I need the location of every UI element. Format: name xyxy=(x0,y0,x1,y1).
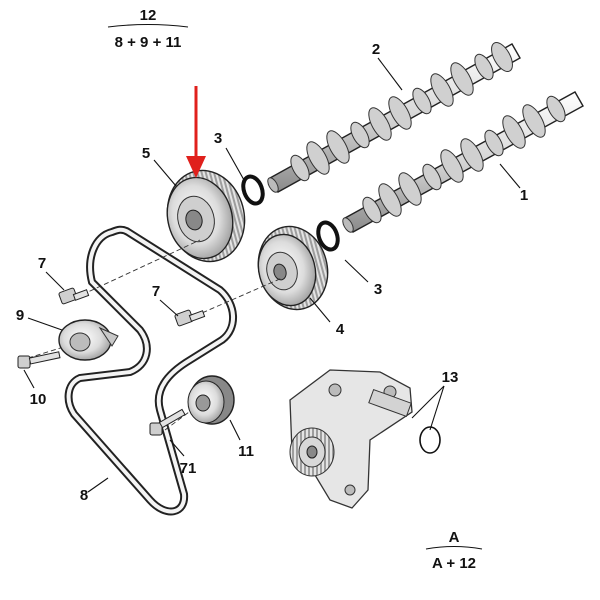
timing-belt xyxy=(64,225,238,516)
assembly-line-bolt-upper xyxy=(74,239,201,299)
callout-9: 9 xyxy=(16,307,24,324)
callout-11: 11 xyxy=(238,443,254,460)
legend-bottom: A A + 12 xyxy=(425,529,483,572)
callout-7-lower: 7 xyxy=(152,283,160,300)
callout-1: 1 xyxy=(520,187,528,204)
legend-top-denominator: 8 + 9 + 11 xyxy=(115,34,182,51)
water-pump-o-ring xyxy=(419,426,441,454)
camshaft-upper xyxy=(267,41,521,193)
highlight-arrow xyxy=(186,86,206,178)
callout-3-lower: 3 xyxy=(374,281,382,298)
callout-7-upper: 7 xyxy=(38,255,46,272)
idler-bolt xyxy=(149,408,186,436)
idler-pulley xyxy=(187,375,235,425)
oil-seal-lower xyxy=(316,220,340,252)
legend-bottom-denominator: A + 12 xyxy=(432,555,476,572)
camshaft-pulley-lower xyxy=(257,225,329,311)
leader-lines xyxy=(23,57,521,493)
callout-10: 10 xyxy=(30,391,47,408)
legend-top: 12 8 + 9 + 11 xyxy=(107,7,189,51)
callout-4: 4 xyxy=(336,321,345,338)
belt-tensioner xyxy=(58,319,119,361)
legend-top-numerator: 12 xyxy=(140,7,157,24)
callout-2: 2 xyxy=(372,41,380,58)
callout-3-upper: 3 xyxy=(214,130,222,147)
callout-8: 8 xyxy=(80,487,88,504)
camshaft-pulley-upper xyxy=(166,169,246,263)
water-pump xyxy=(289,369,413,509)
legend-bottom-brace xyxy=(425,545,483,550)
legend-bottom-numerator: A xyxy=(449,529,460,546)
camshaft-lower xyxy=(342,91,584,233)
callout-5: 5 xyxy=(142,145,150,162)
pulley-bolt-upper xyxy=(58,287,90,305)
callout-13: 13 xyxy=(442,369,459,386)
pulley-bolt-lower xyxy=(174,309,206,327)
oil-seal-upper xyxy=(241,174,265,206)
tensioner-bolt xyxy=(17,351,61,369)
legend-top-brace xyxy=(107,23,189,28)
callouts: 2 1 3 3 4 5 7 7 9 10 11 71 8 13 xyxy=(16,41,528,504)
callout-71: 71 xyxy=(180,460,197,477)
